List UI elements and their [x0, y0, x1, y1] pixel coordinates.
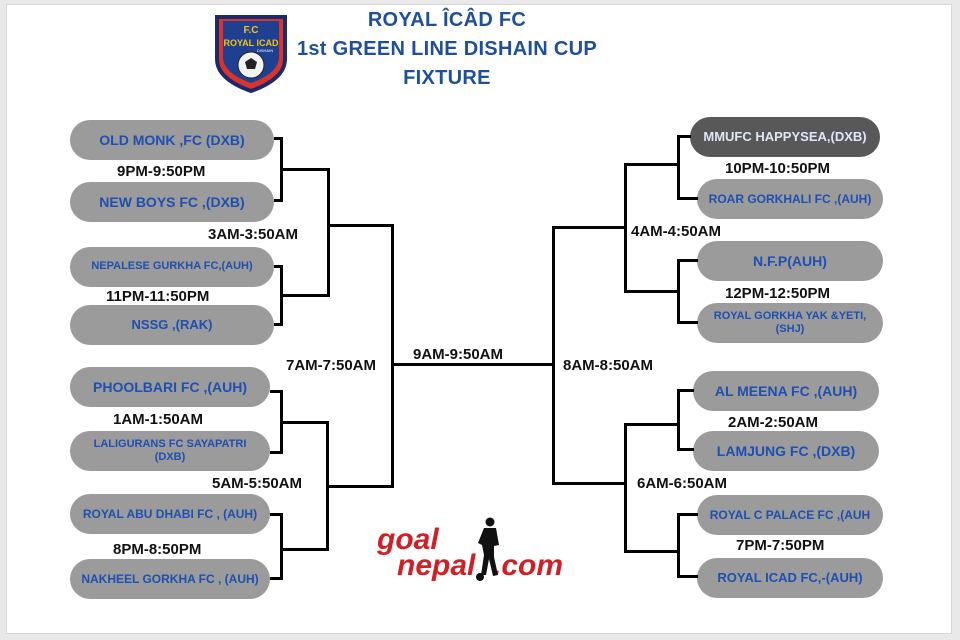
bracket-line — [624, 550, 680, 553]
bracket-line — [677, 259, 680, 324]
bracket-line — [270, 390, 282, 393]
team-pill: NAKHEEL GORKHA FC , (AUH) — [70, 559, 270, 599]
footballer-icon — [476, 517, 499, 581]
bracket-line — [677, 448, 694, 451]
title-line-3: FIXTURE — [403, 67, 491, 89]
match-time: 6AM-6:50AM — [637, 475, 728, 492]
bracket-line — [274, 199, 282, 202]
title-line-2: 1st GREEN LINE DISHAIN CUP — [296, 38, 598, 60]
match-time: 2AM-2:50AM — [728, 414, 819, 431]
bracket-line — [677, 135, 691, 138]
match-time: 7PM-7:50PM — [736, 537, 825, 554]
bracket-line — [391, 363, 554, 366]
match-time: 3AM-3:50AM — [208, 226, 299, 243]
team-pill: MMUFC HAPPYSEA,(DXB) — [690, 117, 880, 157]
team-pill: ROYAL ABU DHABI FC , (AUH) — [70, 494, 270, 534]
bracket-line — [270, 451, 282, 454]
bracket-line — [677, 259, 698, 262]
bracket-line — [677, 575, 698, 578]
logo-sub-text: DISHAIN — [257, 48, 273, 53]
sponsor-text-nepal: nepal — [397, 549, 476, 582]
bracket-line — [280, 421, 329, 424]
team-pill: AL MEENA FC ,(AUH) — [693, 371, 879, 411]
bracket-line — [280, 513, 283, 580]
sponsor-text-com: .com — [493, 549, 564, 582]
team-pill: ROYAL C PALACE FC ,(AUH — [697, 495, 883, 535]
bracket-line — [280, 294, 329, 297]
logo-top-text: F.C — [244, 25, 259, 36]
title-line-1: ROYAL ÎCÂD FC — [367, 9, 527, 31]
team-pill: PHOOLBARI FC ,(AUH) — [70, 367, 270, 407]
bracket-line — [280, 548, 329, 551]
team-pill: ROYAL ICAD FC,-(AUH) — [697, 558, 883, 598]
bracket-line — [677, 389, 680, 451]
match-time: 10PM-10:50PM — [725, 160, 831, 177]
match-time: 9PM-9:50PM — [117, 163, 206, 180]
sponsor-text-goal: goal — [377, 523, 439, 556]
final-time: 9AM-9:50AM — [413, 346, 504, 363]
bracket-line — [677, 197, 698, 200]
bracket-line — [270, 577, 282, 580]
match-time: 5AM-5:50AM — [212, 475, 303, 492]
fixture-sheet: F.C ROYAL ICAD DISHAIN ROYAL ÎCÂD FC 1st… — [6, 4, 952, 634]
match-time: 8PM-8:50PM — [113, 541, 202, 558]
bracket-line — [552, 226, 627, 229]
bracket-line — [624, 163, 680, 166]
team-pill: LALIGURANS FC SAYAPATRI (DXB) — [70, 431, 270, 471]
sponsor-logo: goal nepal .com — [377, 517, 587, 597]
bracket-line — [327, 168, 330, 297]
bracket-line — [326, 485, 393, 488]
bracket-line — [270, 513, 282, 516]
match-time: 4AM-4:50AM — [631, 223, 722, 240]
match-time: 12PM-12:50PM — [725, 285, 831, 302]
logo-middle-text: ROYAL ICAD — [223, 38, 279, 48]
team-pill: LAMJUNG FC ,(DXB) — [693, 431, 879, 471]
club-logo-icon: F.C ROYAL ICAD DISHAIN — [215, 15, 287, 93]
bracket-line — [624, 423, 627, 553]
bracket-line — [677, 135, 680, 200]
bracket-line — [391, 224, 394, 488]
match-time: 1AM-1:50AM — [113, 411, 204, 428]
team-pill: NSSG ,(RAK) — [70, 305, 274, 345]
team-pill: NEPALESE GURKHA FC,(AUH) — [70, 247, 274, 287]
bracket-line — [677, 513, 698, 516]
match-time: 8AM-8:50AM — [563, 357, 654, 374]
bracket-line — [677, 389, 694, 392]
team-pill: NEW BOYS FC ,(DXB) — [70, 182, 274, 222]
bracket-line — [274, 323, 282, 326]
bracket-line — [677, 513, 680, 578]
team-pill: OLD MONK ,FC (DXB) — [70, 120, 274, 160]
team-pill: ROYAL GORKHA YAK &YETI, (SHJ) — [697, 303, 883, 343]
bracket-line — [677, 321, 698, 324]
bracket-line — [624, 163, 627, 293]
bracket-line — [552, 226, 555, 485]
bracket-line — [274, 265, 282, 268]
bracket-line — [274, 137, 282, 140]
bracket-line — [552, 482, 627, 485]
match-time: 7AM-7:50AM — [286, 357, 377, 374]
bracket-line — [624, 423, 680, 426]
bracket-line — [280, 168, 329, 171]
team-pill: ROAR GORKHALI FC ,(AUH) — [697, 179, 883, 219]
team-pill: N.F.P(AUH) — [697, 241, 883, 281]
bracket-line — [624, 290, 680, 293]
bracket-line — [327, 224, 393, 227]
match-time: 11PM-11:50PM — [106, 288, 210, 305]
